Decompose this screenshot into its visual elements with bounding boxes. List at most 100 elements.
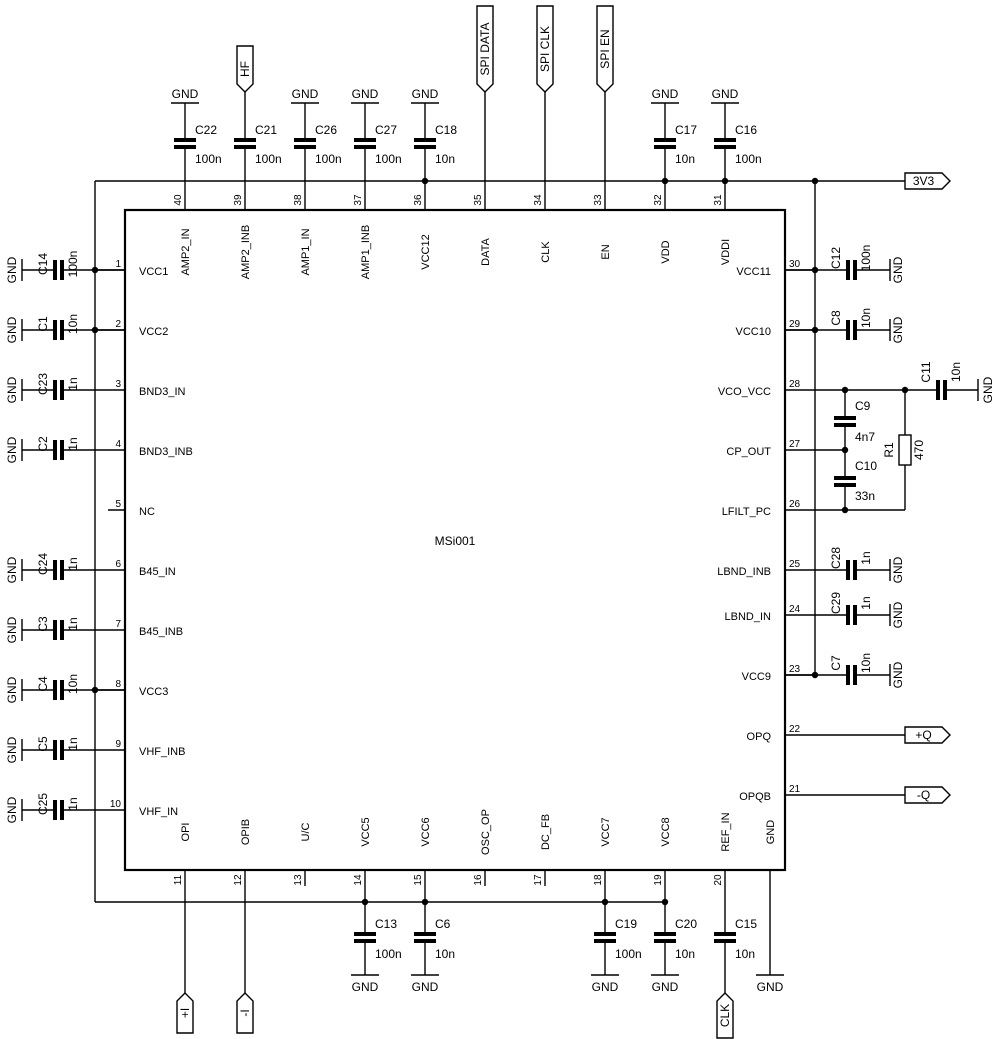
ground-label: GND [5,316,19,343]
pin-name: VDDI [720,239,732,265]
ground-label: GND [352,87,379,101]
junction-dot [721,177,729,185]
pin-number: 31 [713,194,724,206]
pin-number: 40 [173,194,184,206]
ground-label: GND [891,661,905,688]
pin-number: 6 [115,559,121,570]
pin-name: DATA [480,237,492,265]
capacitor-ref: C27 [375,123,397,137]
port-label: -Q [917,788,930,802]
capacitor-ref: C4 [36,676,50,692]
pin-number: 25 [789,559,801,570]
pin-name: AMP1_IN [300,228,312,275]
pin-number: 7 [115,619,121,630]
port-label: SPI EN [598,29,612,68]
pin-number: 5 [115,499,121,510]
capacitor-value: 10n [675,152,695,166]
pin-number: 11 [173,874,184,885]
ground-label: GND [5,736,19,763]
capacitor-ref: C7 [829,655,843,671]
pin-name: VCC11 [736,266,771,278]
capacitor-ref: C3 [36,616,50,632]
pin-number: 21 [789,784,801,795]
port-flag [904,726,951,744]
capacitor-value: 100n [315,152,342,166]
ground-label: GND [5,376,19,403]
port-label: +Q [915,728,931,742]
ground-label: GND [652,980,679,994]
pin-name: VCC7 [600,817,612,846]
ground-label: GND [891,316,905,343]
port-flag [236,992,254,1034]
pin-number: 17 [533,874,544,886]
pin-number: 9 [115,739,121,750]
pin-name: LBND_IN [725,611,772,623]
chip-name: MSi001 [435,534,476,548]
port-label: 3V3 [913,174,935,188]
capacitor-ref: C18 [435,123,457,137]
capacitor-value: 33n [855,489,875,503]
junction-dot [361,898,369,906]
ground-label: GND [891,601,905,628]
pin-name: AMP2_IN [180,228,192,275]
junction-dot [91,686,99,694]
ground-label: GND [5,796,19,823]
pin-name: VCC10 [736,326,771,338]
capacitor-value: 1n [66,737,80,750]
pin-name: VCC2 [139,326,168,338]
pin-name: OSC_OP [480,809,492,855]
port-flag [904,172,951,190]
capacitor-value: 100n [66,251,80,278]
pin-number: 29 [789,319,801,330]
pin-name: VDD [660,240,672,263]
resistor-body [898,434,912,466]
junction-dot [841,386,849,394]
pin-name: BND3_IN [139,386,186,398]
junction-dot [841,446,849,454]
ground-label: GND [292,87,319,101]
ground-label: GND [5,436,19,463]
capacitor-value: 10n [949,362,963,382]
pin-number: 23 [789,664,801,675]
port-label: -I [238,1009,252,1016]
junction-dot [901,386,909,394]
port-label: HF [238,61,252,77]
pin-number: 27 [789,439,801,450]
wires [21,5,979,1039]
ground-label: GND [592,980,619,994]
junction-dot [661,177,669,185]
port-label: +I [178,1008,192,1018]
capacitor-value: 1n [66,797,80,810]
port-flag [476,5,494,93]
capacitor-value: 10n [66,314,80,334]
ground-label: GND [5,616,19,643]
capacitor-value: 10n [735,947,755,961]
capacitor-ref: C8 [829,310,843,326]
pin-name: VHF_INB [139,746,185,758]
ground-label: GND [412,980,439,994]
pin-number: 33 [593,194,604,206]
pin-number: 1 [115,259,121,270]
port-label: SPI DATA [478,23,492,76]
pin-number: 30 [789,259,801,270]
capacitor-value: 1n [859,551,873,564]
pin-number: 12 [233,874,244,886]
ground-label: GND [891,256,905,283]
capacitor-value: 100n [255,152,282,166]
junction-dot [841,506,849,514]
ground-label: GND [712,87,739,101]
pin-number: 8 [115,679,121,690]
pin-name: VCC6 [420,817,432,846]
capacitor-ref: C14 [36,253,50,275]
junction-dot [91,266,99,274]
pin-name: CLK [540,241,552,263]
ground-label: GND [5,256,19,283]
capacitor-ref: C9 [855,399,871,413]
port-label: CLK [718,1004,732,1027]
port-flag [176,992,194,1034]
port-label: SPI CLK [538,26,552,72]
capacitor-ref: C25 [36,793,50,815]
junction-dot [421,898,429,906]
capacitor-value: 10n [435,947,455,961]
capacitor-ref: C24 [36,553,50,575]
